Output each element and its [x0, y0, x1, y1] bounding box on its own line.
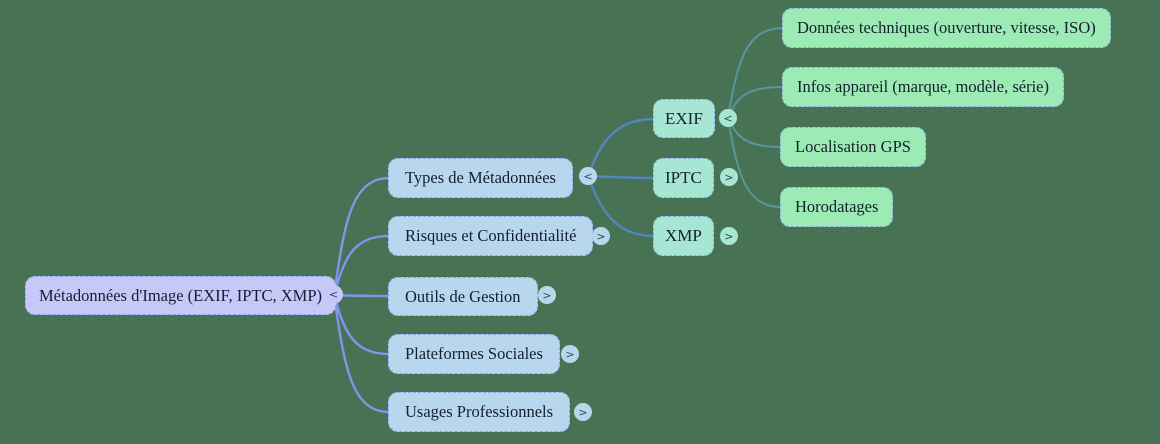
expand-button-risques[interactable]: >: [592, 227, 610, 245]
node-usages-professionnels[interactable]: Usages Professionnels: [388, 392, 571, 432]
edge-exif-to-horodatages: [727, 117, 782, 208]
node-horodatages[interactable]: Horodatages: [780, 187, 894, 227]
edge-exif-to-localisation: [727, 117, 782, 148]
node-risques-et-confidentialite[interactable]: Risques et Confidentialité: [388, 216, 594, 256]
edge-root-to-plateformes: [332, 293, 391, 356]
edge-root-to-usages: [332, 293, 391, 414]
node-xmp[interactable]: XMP: [653, 216, 714, 256]
node-exif[interactable]: EXIF: [653, 99, 715, 138]
edge-root-to-types: [332, 176, 391, 297]
node-label: XMP: [665, 226, 702, 245]
expand-button-iptc[interactable]: >: [720, 168, 738, 186]
node-localisation-gps[interactable]: Localisation GPS: [780, 127, 926, 167]
node-label: Localisation GPS: [795, 137, 911, 156]
edge-types-to-xmp: [586, 174, 656, 238]
node-root[interactable]: Métadonnées d'Image (EXIF, IPTC, XMP): [25, 276, 337, 315]
node-label: EXIF: [665, 108, 703, 128]
node-plateformes-sociales[interactable]: Plateformes Sociales: [388, 334, 560, 374]
expand-button-xmp[interactable]: >: [720, 227, 738, 245]
node-label: Types de Métadonnées: [405, 168, 556, 187]
collapse-button-exif[interactable]: <: [719, 109, 737, 127]
node-label: Usages Professionnels: [405, 402, 554, 421]
edge-types-to-exif: [586, 117, 656, 178]
edge-types-to-iptc: [586, 174, 656, 180]
node-infos-appareil[interactable]: Infos appareil (marque, modèle, série): [782, 67, 1064, 107]
expand-button-outils[interactable]: >: [538, 286, 556, 304]
collapse-button-types[interactable]: <: [579, 167, 597, 185]
node-iptc[interactable]: IPTC: [653, 158, 714, 198]
node-types-de-metadonnees[interactable]: Types de Métadonnées: [388, 158, 573, 198]
edge-exif-to-donnees: [727, 27, 784, 119]
node-label: Risques et Confidentialité: [405, 226, 577, 245]
node-label: Outils de Gestion: [405, 286, 521, 306]
node-label: IPTC: [665, 168, 702, 187]
node-label: Infos appareil (marque, modèle, série): [797, 77, 1049, 96]
edge-exif-to-infos: [727, 86, 784, 119]
node-donnees-techniques[interactable]: Données techniques (ouverture, vitesse, …: [782, 8, 1111, 48]
expand-button-usages[interactable]: >: [574, 403, 592, 421]
expand-button-plateformes[interactable]: >: [561, 345, 579, 363]
edge-root-to-risques: [332, 234, 391, 297]
node-label: Plateformes Sociales: [405, 344, 543, 363]
collapse-button-root[interactable]: <: [324, 285, 343, 304]
node-label: Données techniques (ouverture, vitesse, …: [797, 18, 1096, 37]
node-outils-de-gestion[interactable]: Outils de Gestion: [388, 277, 538, 316]
node-root-label: Métadonnées d'Image (EXIF, IPTC, XMP): [39, 285, 323, 305]
node-label: Horodatages: [795, 197, 879, 216]
